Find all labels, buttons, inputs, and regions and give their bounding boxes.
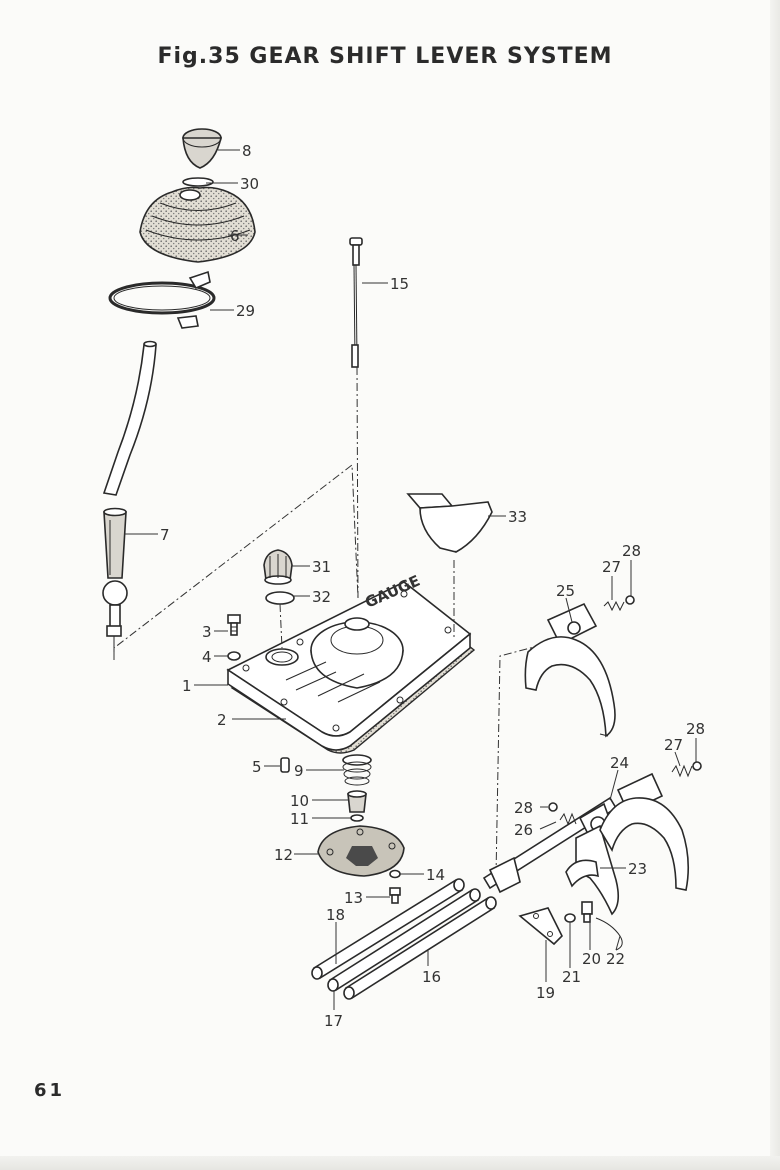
spring-9 [342,754,372,786]
cap-seal-32 [265,591,295,605]
page-edge-bottom [0,1156,780,1170]
bolt-3 [227,614,241,636]
callout-32: 32 [312,588,331,606]
dipstick [349,237,363,599]
shift-fork-25 [524,602,616,738]
assembly-line-fork [495,645,539,877]
bracket-33 [406,493,493,640]
callout-29: 29 [236,302,255,320]
shift-rod-16 [343,896,497,1000]
ring-30 [182,177,214,187]
detent-ball-28-upper [625,595,635,605]
snap-ring-11 [350,814,364,822]
bolt-13 [389,887,401,904]
detent-spring-27-right [671,764,693,778]
callout-3: 3 [202,623,212,641]
callout-20: 20 [582,950,601,968]
washer-14 [389,869,401,879]
shift-knob [182,128,223,169]
shift-fork-right [599,772,690,891]
filler-cap [263,549,293,585]
callout-23: 23 [628,860,647,878]
callout-11: 11 [290,810,309,828]
callout-17: 17 [324,1012,343,1030]
shift-lever [102,340,157,660]
callout-26: 26 [514,821,533,839]
callout-21: 21 [562,968,581,986]
callout-18: 18 [326,906,345,924]
guide-plate-12 [317,825,405,877]
callout-8: 8 [242,142,252,160]
callout-24: 24 [610,754,629,772]
callout-31: 31 [312,558,331,576]
boot-retainer-29 [108,270,216,329]
callout-15: 15 [390,275,409,293]
callout-9: 9 [294,762,304,780]
callout-6: 6 [230,227,240,245]
callout-28b: 28 [686,720,705,738]
callout-10: 10 [290,792,309,810]
callout-30: 30 [240,175,259,193]
shift-cover-plate: GAUGE [226,572,476,754]
callout-22: 22 [606,950,625,968]
callout-19: 19 [536,984,555,1002]
shift-rod-17 [327,888,481,992]
shift-boot [139,186,256,263]
detent-spring-27-upper [603,600,625,612]
callout-28a: 28 [622,542,641,560]
washer-4 [227,651,241,661]
spring-26 [559,812,577,826]
pin-5 [280,757,290,773]
callout-numbers: 8 30 6 29 7 15 33 31 32 3 4 1 2 5 9 10 1… [160,142,705,1030]
callout-7: 7 [160,526,170,544]
detent-ball-28-middle [548,802,558,812]
callout-25: 25 [556,582,575,600]
callout-13: 13 [344,889,363,907]
callout-16: 16 [422,968,441,986]
callout-12: 12 [274,846,293,864]
callout-5: 5 [252,758,262,776]
page-number: 61 [34,1080,66,1101]
lock-wire-22 [595,917,623,951]
leader-lines [124,149,697,1010]
callout-33: 33 [508,508,527,526]
detent-ball-28-right [692,761,702,771]
shift-rod-18 [311,878,465,980]
callout-4: 4 [202,648,212,666]
callout-14: 14 [426,866,445,884]
interlock-plate-19 [518,907,563,946]
callout-28c: 28 [514,799,533,817]
callout-2: 2 [217,711,227,729]
assembly-line-cap [279,603,283,649]
callout-27b: 27 [664,736,683,754]
callout-27a: 27 [602,558,621,576]
assembly-line-lever [113,464,359,660]
figure-title: Fig.35 GEAR SHIFT LEVER SYSTEM [157,44,613,69]
washer-21 [564,913,576,923]
cup-10 [347,790,367,813]
shift-fork-23 [565,824,620,916]
page-edge-right [770,0,780,1170]
bolt-20 [581,901,593,923]
callout-1: 1 [182,677,192,695]
